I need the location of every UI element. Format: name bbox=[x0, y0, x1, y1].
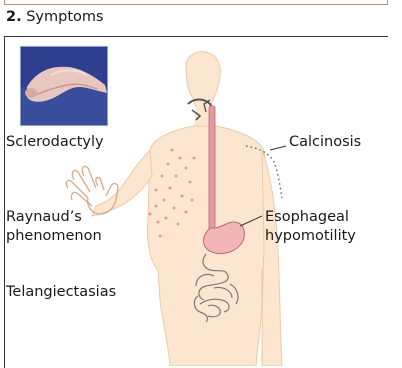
label-raynaud-line2: phenomenon bbox=[6, 227, 102, 246]
calcinosis-leader bbox=[270, 146, 286, 150]
label-calcinosis: Calcinosis bbox=[289, 133, 361, 152]
body-silhouette bbox=[92, 52, 282, 366]
label-raynaud-line1: Raynaud’s bbox=[6, 208, 82, 227]
label-sclerodactyly: Sclerodactyly bbox=[6, 133, 104, 152]
label-esophageal-line1: Esophageal bbox=[265, 208, 349, 227]
label-telangiectasias: Telangiectasias bbox=[6, 283, 116, 302]
label-esophageal-line2: hypomotility bbox=[265, 227, 356, 246]
